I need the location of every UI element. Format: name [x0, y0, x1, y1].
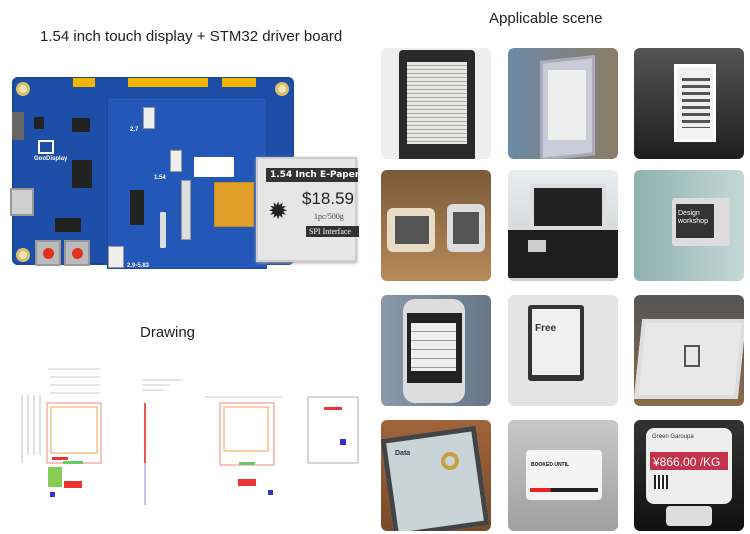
fpc-connector: [181, 180, 191, 240]
fpc-connector: [170, 150, 182, 172]
epaper-interface: SPI Interface: [306, 226, 359, 237]
epaper-price: $18.59: [302, 189, 354, 208]
mount-hole: [16, 82, 30, 96]
price-tag-price: ¥866.00 /KG: [653, 455, 721, 469]
reset-button: [35, 240, 61, 266]
board-title: 1.54 inch touch display + STM32 driver b…: [40, 28, 343, 45]
tile-shelf-price-tag: Green Garoupa ¥866.00 /KG: [634, 420, 744, 531]
flex-cable: [214, 182, 254, 227]
display-gap: [194, 157, 234, 177]
resistor-array: [160, 212, 166, 248]
mount-hole: [275, 82, 289, 96]
price-tag-product: Green Garoupa: [652, 434, 694, 440]
booking-text: BOOKED UNTIL: [531, 462, 570, 468]
chip: [130, 190, 144, 225]
pin-header: [128, 78, 208, 87]
scene-title: Applicable scene: [489, 10, 603, 27]
pin-header: [222, 78, 256, 87]
wall-tablet-text: Free: [535, 323, 557, 334]
key-button: [64, 240, 90, 266]
drawing-title: Drawing: [140, 324, 196, 341]
tile-meeting-room-sign: Design workshop: [634, 170, 744, 281]
chip: [34, 117, 44, 129]
tile-note-tablet: Data: [381, 420, 491, 531]
brand-logo-icon: [38, 140, 54, 154]
tile-bus-stop-sign: [508, 48, 618, 159]
tile-printer-panel: [508, 170, 618, 281]
pin-header: [73, 78, 95, 87]
mechanical-drawing: [21, 368, 359, 505]
tile-e-reader: [381, 48, 491, 159]
tile-transit-info-display: [381, 295, 491, 406]
label-1-54: 1.54: [154, 175, 166, 181]
tile-room-booking-label: BOOKED UNTIL: [508, 420, 618, 531]
switch: [12, 112, 24, 140]
brand-label: GooDisplay: [34, 156, 68, 162]
sun-icon: ✹: [268, 198, 289, 225]
usb-port: [10, 188, 34, 216]
label-2-9-5-83: 2.9-5.83: [127, 263, 150, 269]
fpc-connector: [108, 246, 124, 268]
mount-hole: [16, 248, 30, 262]
label-2-7: 2.7: [130, 127, 139, 133]
epaper-display: 1.54 Inch E-Paper ✹ $18.59 1pc/500g SPI …: [256, 157, 359, 262]
epaper-unit: 1pc/500g: [314, 212, 344, 221]
note-tablet-text: Data: [395, 450, 411, 457]
meeting-room-text: Design workshop: [678, 210, 708, 225]
chip: [55, 218, 81, 232]
fpc-connector: [143, 107, 155, 129]
chip: [72, 160, 92, 188]
tile-large-tablet: [634, 295, 744, 406]
tile-weather-station: [381, 170, 491, 281]
epaper-title: 1.54 Inch E-Paper: [266, 168, 358, 182]
tile-desk-stand-display: [634, 48, 744, 159]
tile-wall-tablet: Free: [508, 295, 618, 406]
chip: [72, 118, 90, 132]
